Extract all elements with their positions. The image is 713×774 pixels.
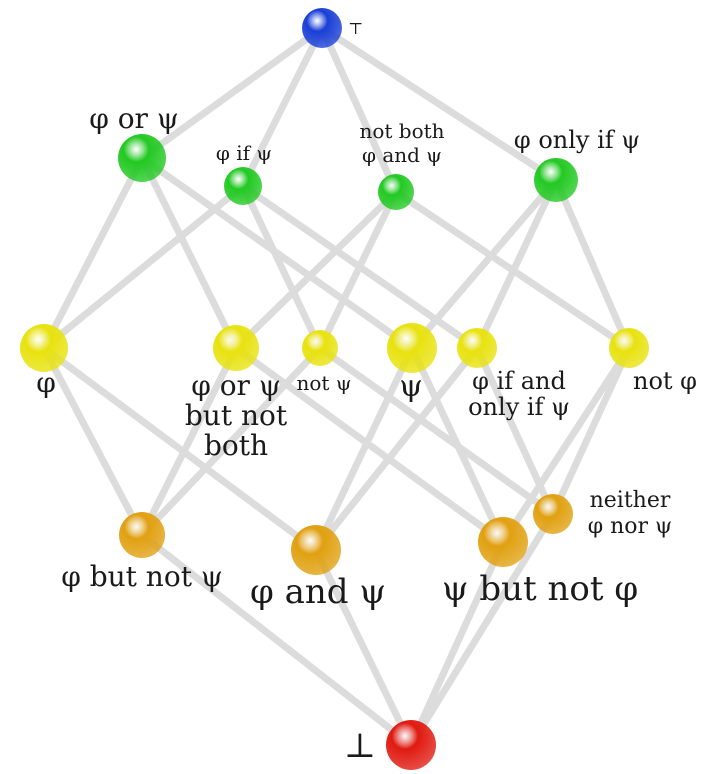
label-phi_or_psi: φ or ψ: [89, 102, 179, 135]
label-not_phi: not φ: [633, 367, 697, 395]
edge-phi_if_psi-not_psi: [239, 182, 324, 352]
nodes-layer: [20, 8, 649, 770]
node-not_psi: [302, 330, 338, 366]
node-phi: [20, 324, 68, 372]
node-iff: [457, 328, 497, 368]
edge-psi-phi_and_psi: [312, 344, 416, 554]
edge-phi-phi_and_psi: [40, 344, 320, 554]
edge-phi_only_if_psi-psi: [408, 176, 560, 352]
edge-phi_or_psi-phi: [40, 154, 146, 352]
edge-phi_but_not_psi-bottom: [138, 531, 415, 749]
edge-psi_but_not_phi-bottom: [407, 538, 507, 749]
edge-xor-phi_but_not_psi: [138, 344, 240, 539]
label-phi_only_if_psi: φ only if ψ: [514, 126, 640, 154]
node-phi_only_if_psi: [534, 158, 578, 202]
label-phi_and_psi: φ and ψ: [250, 572, 386, 612]
edge-top-phi_only_if_psi: [318, 24, 560, 184]
edge-not_both-xor: [232, 188, 400, 352]
node-not_phi: [609, 328, 649, 368]
node-neither: [533, 494, 573, 534]
edge-phi_and_psi-bottom: [312, 546, 415, 749]
node-xor: [213, 325, 259, 371]
edge-neither-bottom: [407, 510, 557, 749]
node-bottom: [386, 720, 436, 770]
node-phi_and_psi: [291, 525, 341, 575]
node-not_both: [378, 174, 414, 210]
label-phi_but_not_psi: φ but not ψ: [61, 560, 223, 593]
label-not_psi: not ψ: [297, 371, 352, 395]
edge-not_psi-phi_but_not_psi: [138, 344, 324, 539]
label-top: ⊤: [348, 19, 363, 38]
edge-not_psi-neither: [316, 344, 557, 518]
edge-psi-psi_but_not_phi: [408, 344, 507, 546]
node-phi_if_psi: [224, 167, 262, 205]
edge-phi_if_psi-phi: [40, 182, 247, 352]
label-psi_but_not_phi: ψ but not φ: [442, 569, 638, 609]
edge-not_phi-neither: [549, 344, 633, 518]
edge-phi_or_psi-xor: [138, 154, 240, 352]
edge-top-phi_or_psi: [138, 24, 326, 162]
label-phi: φ: [36, 366, 56, 399]
node-psi_but_not_phi: [478, 517, 528, 567]
edge-not_phi-psi_but_not_phi: [499, 344, 633, 546]
label-psi: ψ: [399, 369, 423, 404]
edge-top-not_both: [318, 24, 400, 196]
node-psi: [387, 323, 437, 373]
edge-phi-phi_but_not_psi: [40, 344, 146, 539]
node-phi_but_not_psi: [119, 512, 165, 558]
edge-top-phi_if_psi: [239, 24, 326, 190]
edge-iff-phi_and_psi: [312, 344, 481, 554]
label-bottom: ⊥: [344, 726, 376, 766]
edge-phi_only_if_psi-not_phi: [552, 176, 633, 352]
label-phi_if_psi: φ if ψ: [216, 141, 272, 165]
edge-not_both-not_psi: [316, 188, 400, 352]
node-top: [302, 8, 342, 48]
edges-layer: [40, 24, 633, 749]
edge-phi_only_if_psi-iff: [473, 176, 560, 352]
node-phi_or_psi: [118, 134, 166, 182]
